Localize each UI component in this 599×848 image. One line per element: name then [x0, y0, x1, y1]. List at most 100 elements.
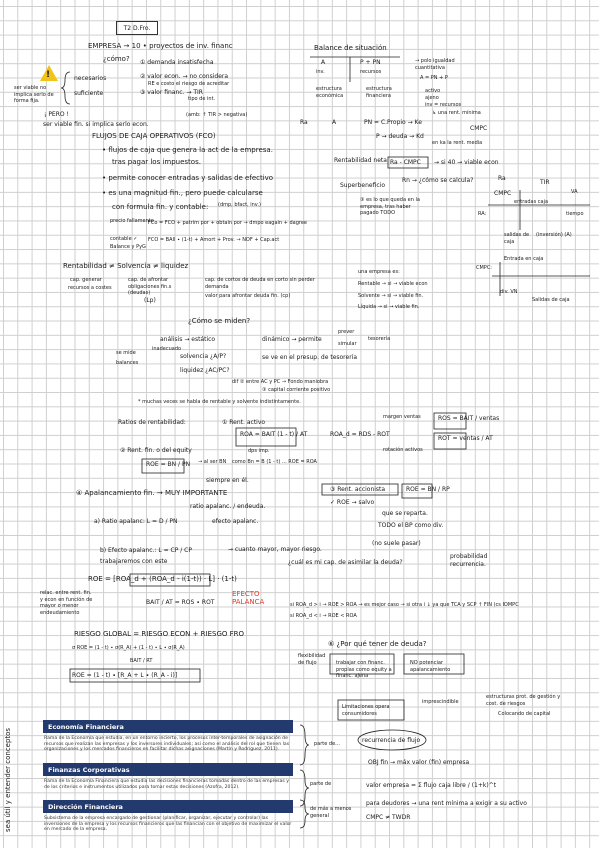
como-miden: ¿Cómo se miden? — [188, 317, 251, 325]
empresa-line: EMPRESA → 10 • proyectos de inv. financ — [88, 42, 233, 50]
warning-mark: ! — [46, 70, 51, 80]
siempre-label: siempre en él. — [206, 477, 249, 484]
rent-minima: ↳ una rent. mínima — [432, 110, 481, 116]
cap-cortos: cap. de cortos de deuda en corto sin per… — [205, 277, 315, 290]
fondo-maniobra: ③ capital corriente positivo — [262, 387, 331, 393]
roe-accionista: ROE = BN / RP — [406, 486, 450, 493]
nota-rentable: * muchas veces se habla de rentable y so… — [138, 399, 301, 405]
balance-p-pn: P + PN — [360, 59, 381, 66]
balance-recursos: recursos — [360, 69, 382, 75]
dps-imp: dps imp. — [248, 448, 270, 454]
side-note: sea útil y entender conceptos — [4, 727, 12, 832]
roe-formula-2: ROE = (1 - t) ∙ [R_A + L ∙ (R_A - i)] — [72, 672, 178, 679]
apalancamiento-title: ④ Apalancamiento fin. → MUY IMPORTANTE — [76, 489, 228, 497]
banner-finanzas: Finanzas Corporativas — [43, 763, 293, 776]
empresa-es: una empresa es: — [358, 269, 400, 275]
rent-accionista: ③ Rent. accionista — [330, 486, 386, 493]
rent-neta-formula: Ra - CMPC — [390, 159, 421, 166]
solvente-si: Solvente → si → viable fin. — [358, 293, 424, 299]
riesgo-cost-line: RE e costo el riesgo de acreditar — [148, 81, 230, 87]
si-roa-menor: si ROA_d < i → ROE < ROA — [290, 613, 357, 619]
flexibilidad-flujo: flexibilidad de flujo — [298, 653, 326, 666]
rent-activo: ① Rent. activo — [222, 419, 266, 426]
bait-rt: BAIT / RT — [130, 658, 153, 664]
banner-finanzas-desc: Rama de la Economía Financiera que estud… — [44, 779, 289, 790]
flujos-title: FLUJOS DE CAJA OPERATIVOS (FCO) — [92, 132, 216, 140]
balance-title: Balance de situación — [314, 44, 387, 52]
pero-label: ¡ PERO ! — [44, 111, 69, 118]
todo-bp: TODO el BP como div. — [378, 522, 444, 529]
estructuras-note: estructuras prot. de gestión y cost. de … — [486, 694, 561, 707]
recursos-costes: recursos a costes — [68, 285, 112, 291]
efecto-apal: efecto apalanc. — [212, 518, 259, 525]
roe-salvo: ✓ ROE → salvo — [330, 499, 375, 506]
ser-viable-fin-note: ser viable fin. si implica serlo econ. — [43, 121, 149, 128]
banner-direccion: Dirección Financiera — [43, 800, 293, 813]
ra-label: Ra — [300, 119, 308, 126]
lp-label: (Lp) — [144, 297, 156, 304]
rentabilidad-title: Rentabilidad ≠ Solvencia ≠ liquidez — [63, 262, 189, 270]
necesarios-label: necesarios — [74, 75, 107, 82]
flujos-bullet-1: • flujos de caja que genera la act de la… — [102, 146, 273, 154]
tir-label: TIR — [540, 179, 550, 186]
rn-como: Rn → ¿cómo se calcula? — [402, 177, 474, 184]
bait-at-formula: BAIT / AT = ROS ∙ ROT — [146, 599, 215, 606]
imprescindible: imprescindible — [422, 699, 459, 705]
valor-afrontar: valor para afrontar deuda fin. (cp) — [205, 293, 291, 299]
roa-d-formula: ROA_d = RDS - ROT — [330, 431, 390, 438]
presup-tesoreria: se ve en el presup. de tesorería — [262, 354, 358, 361]
recurrencia-flujo: recurrencia de flujo — [362, 737, 421, 744]
superbeneficio: Superbeneficio — [340, 182, 385, 189]
pn-ke: PN = C.Propio → Ke — [364, 119, 422, 126]
valor-empresa: valor empresa = Σ flujo caja libre / (1+… — [366, 782, 497, 789]
cmpc-twdr: CMPC ≠ TWDR — [366, 814, 411, 821]
por-que-deuda: ⑥ ¿Por qué tener de deuda? — [328, 640, 427, 648]
obj-fin: OBJ fin → máx valor (fin) empresa — [368, 759, 470, 766]
colocando-capital: Colocando de capital — [498, 711, 551, 717]
activo-ajeno: activo ajeno — [425, 88, 441, 101]
se-mide: se mide — [116, 350, 136, 356]
dinamico-line: dinámico → permite — [262, 336, 322, 343]
riesgo-global: RIESGO GLOBAL = RIESGO ECON + RIESGO FRO — [74, 630, 245, 638]
polo-igualdad: → polo igualdad cuantitativa — [415, 58, 455, 71]
balances-label: balances — [116, 360, 139, 366]
como-label: ¿cómo? — [103, 55, 130, 63]
cap-generar: cap. generar — [70, 277, 102, 283]
inadecuado-label: inadecuado — [152, 346, 182, 352]
cmpc-2: CMPC — [494, 190, 512, 197]
roa-formula: ROA = BAIT (1 - t) / AT — [240, 431, 308, 438]
suficiente-label: suficiente — [74, 90, 104, 97]
prob-recurrencia: probabilidad recurrencia. — [450, 553, 488, 568]
ratio-apal: ratio apalanc. / endeuda. — [190, 503, 266, 510]
cual-cap: ¿cuál es mi cap. de asimilar la deuda? — [288, 559, 403, 566]
rentable-si: Rentable → si → viable econ — [358, 281, 428, 287]
tiempo-label: tiempo — [566, 211, 584, 217]
prever-label: prever — [338, 329, 355, 335]
balance-a: A — [321, 59, 326, 66]
valor-econ-line: ② valor econ. → no considera — [140, 73, 229, 80]
banner-direccion-desc: Subsistema de la empresa encargado de ge… — [44, 816, 292, 833]
ka-label: A — [332, 119, 337, 126]
cap-afrontar: cap. de afrontar obligaciones fin.s (deu… — [128, 277, 172, 296]
de-mas-a-menos: de más a menos general — [310, 806, 352, 819]
div-vn: div. VN — [500, 289, 518, 295]
va-label: VA — [571, 189, 578, 195]
sigma-roe: σ ROE = (1 - t) ∙ σ(R_A) + (1 - t) ∙ L ∙… — [72, 645, 185, 651]
contable-label: contable ✓ — [110, 236, 138, 242]
parte-de-1: parte de... — [314, 741, 340, 747]
entradas-caja: entradas caja — [514, 199, 549, 205]
roe-formula: ROE = BN / PN — [146, 461, 191, 468]
flujos-bullet-3b: con formula fin. y contable: — [112, 203, 209, 211]
analisis-estatico: análisis → estático — [160, 336, 216, 343]
flujos-bullet-1b: tras pagar los impuestos. — [112, 158, 201, 166]
limitaciones: Limitaciones opera consumidores — [342, 704, 390, 717]
no-suele: (no suele pasar) — [372, 540, 421, 547]
parte-de-2: parte de — [310, 781, 332, 787]
margen-ventas: margen ventas — [383, 414, 421, 420]
caja-cap: ③ es lo que queda en la empresa, tras ha… — [360, 197, 420, 216]
para-deudores: para deudores → una rent mínima a exigir… — [366, 800, 527, 807]
rotacion-activos: rotación activos — [383, 447, 423, 453]
demanda-line: ① demanda insatisfecha — [140, 59, 214, 66]
